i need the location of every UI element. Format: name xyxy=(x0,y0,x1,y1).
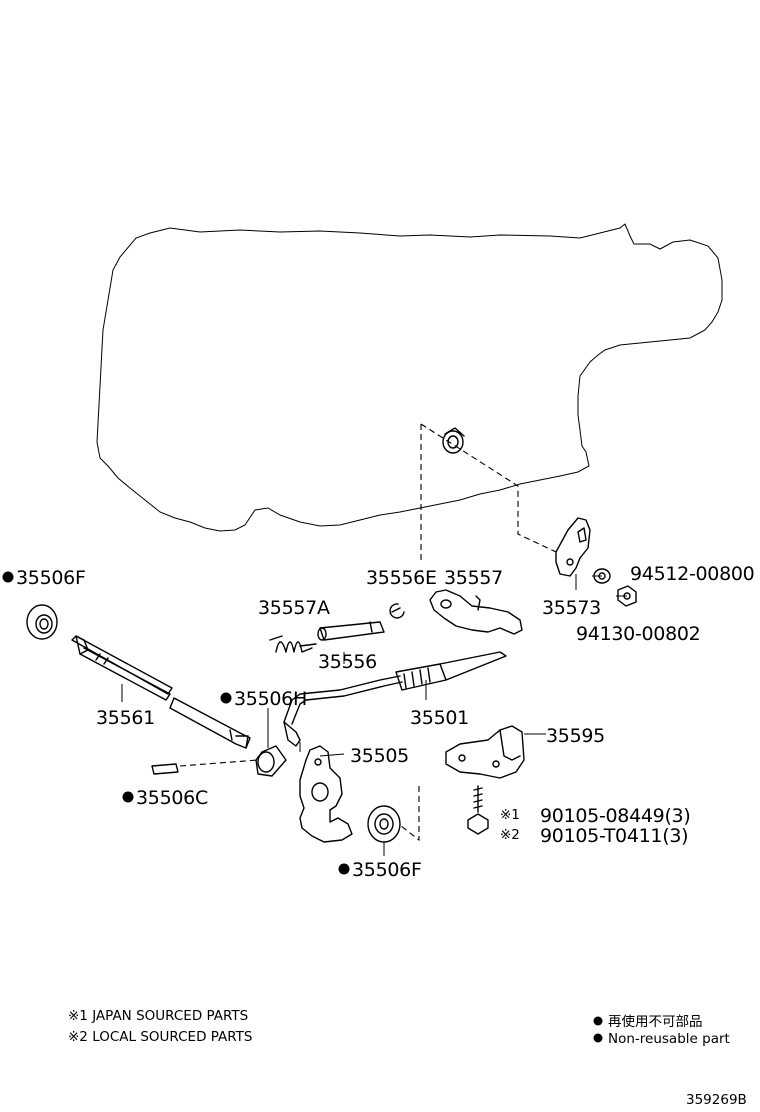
note-nonreusable-en: Non-reusable part xyxy=(608,1031,730,1047)
label-35557a: 35557A xyxy=(258,597,330,619)
detent-plate-35505 xyxy=(299,745,353,843)
alignment-line-pin xyxy=(179,759,259,767)
seal-35506f-bottom xyxy=(367,805,401,843)
label-35557: 35557 xyxy=(444,567,503,589)
label-35505: 35505 xyxy=(350,745,409,767)
nonreusable-marker xyxy=(338,863,350,875)
clip-35556e xyxy=(389,603,405,619)
legend-dot-icon xyxy=(593,1016,603,1026)
rod-35501 xyxy=(283,651,507,747)
shaft-35561 xyxy=(71,635,251,749)
label-35506f-top: 35506F xyxy=(16,567,86,589)
label-94130-00802: 94130-00802 xyxy=(576,623,700,645)
label-35556: 35556 xyxy=(318,651,377,673)
housing-seal xyxy=(442,427,465,454)
note-japan-sourced: ※1 JAPAN SOURCED PARTS xyxy=(68,1008,248,1024)
nonreusable-marker xyxy=(2,571,14,583)
mark-japan-sourced: ※1 xyxy=(500,807,520,823)
lever-35557 xyxy=(429,589,523,635)
nonreusable-marker xyxy=(122,791,134,803)
bolt-90105 xyxy=(467,785,489,835)
label-35561: 35561 xyxy=(96,707,155,729)
note-nonreusable-jp: 再使用不可部品 xyxy=(608,1013,703,1030)
detent-spring-35595 xyxy=(445,725,525,779)
alignment-line-bracket xyxy=(420,423,557,553)
label-90105-08449: 90105-08449(3) xyxy=(540,805,690,827)
bush-35506h xyxy=(255,745,287,777)
label-35506c: 35506C xyxy=(136,787,208,809)
nonreusable-marker xyxy=(220,692,232,704)
label-94512-00800: 94512-00800 xyxy=(630,563,754,585)
transmission-housing-outline xyxy=(96,223,723,532)
label-90105-t0411: 90105-T0411(3) xyxy=(540,825,688,847)
bracket-35573 xyxy=(555,517,591,577)
legend-notes: ※1 JAPAN SOURCED PARTS ※2 LOCAL SOURCED … xyxy=(68,1008,730,1047)
diagram-id: 359269B xyxy=(686,1092,747,1108)
pin-35556 xyxy=(317,621,385,641)
legend-dot-icon xyxy=(593,1033,603,1043)
mark-local-sourced: ※2 xyxy=(500,827,520,843)
alignment-line-seal xyxy=(400,786,420,842)
part-labels: 35506F 35557A 35556E 35557 35573 94512-0… xyxy=(2,563,755,881)
label-35573: 35573 xyxy=(542,597,601,619)
pin-35506c xyxy=(151,763,179,775)
note-local-sourced: ※2 LOCAL SOURCED PARTS xyxy=(68,1029,253,1045)
label-35506f-bottom: 35506F xyxy=(352,859,422,881)
leader-lines xyxy=(121,574,627,856)
label-35556e: 35556E xyxy=(366,567,437,589)
label-35501: 35501 xyxy=(410,707,469,729)
spring-35557a xyxy=(269,635,317,653)
label-35506h: 35506H xyxy=(234,688,307,710)
label-35595: 35595 xyxy=(546,725,605,747)
seal-35506f-top xyxy=(26,604,58,640)
